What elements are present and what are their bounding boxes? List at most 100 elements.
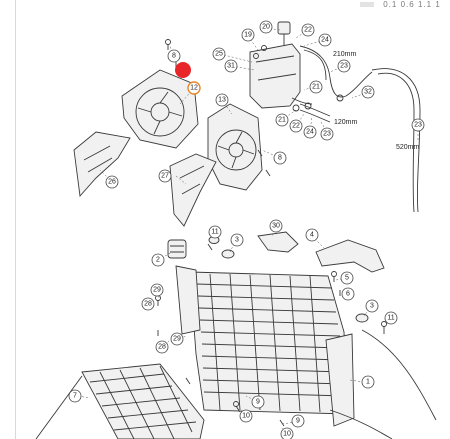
- callout-11-right[interactable]: 11: [384, 311, 398, 325]
- callout-11-top[interactable]: 11: [208, 225, 222, 239]
- svg-text:21: 21: [312, 84, 320, 91]
- svg-text:31: 31: [227, 63, 235, 70]
- svg-text:8: 8: [278, 155, 282, 162]
- scale-label-2: 0.6: [400, 0, 415, 9]
- expansion-tank: [249, 21, 313, 109]
- svg-text:1: 1: [366, 379, 370, 386]
- hose-210: [299, 45, 373, 98]
- callout-29-bottom[interactable]: 29: [170, 332, 184, 346]
- svg-text:29: 29: [153, 287, 161, 294]
- fan-shroud-26: [73, 131, 131, 198]
- svg-text:27: 27: [161, 173, 169, 180]
- svg-text:28: 28: [144, 301, 152, 308]
- callout-27[interactable]: 27: [158, 169, 172, 183]
- scale-swatch: [360, 2, 374, 8]
- svg-text:12: 12: [190, 85, 198, 92]
- svg-text:9: 9: [256, 399, 260, 406]
- svg-text:24: 24: [321, 37, 329, 44]
- page-border: [15, 0, 16, 439]
- callout-19[interactable]: 19: [241, 28, 255, 42]
- callout-8-top[interactable]: 8: [167, 49, 181, 63]
- radiator-core: [175, 265, 355, 427]
- svg-text:24: 24: [306, 129, 314, 136]
- callout-31[interactable]: 31: [224, 59, 238, 73]
- callout-21-b[interactable]: 21: [275, 113, 289, 127]
- svg-text:9: 9: [296, 418, 300, 425]
- callout-2[interactable]: 2: [151, 253, 165, 267]
- callout-12-highlighted[interactable]: 12: [187, 81, 201, 95]
- callout-28-top[interactable]: 28: [141, 297, 155, 311]
- callout-30[interactable]: 30: [269, 219, 283, 233]
- svg-text:3: 3: [235, 237, 239, 244]
- svg-text:22: 22: [292, 123, 300, 130]
- callout-13[interactable]: 13: [215, 93, 229, 107]
- callout-26[interactable]: 26: [105, 175, 119, 189]
- dim-520mm: 520mm: [396, 144, 420, 151]
- callout-4[interactable]: 4: [305, 228, 319, 242]
- callout-9[interactable]: 9: [251, 395, 265, 409]
- callout-10-a[interactable]: 10: [239, 409, 253, 423]
- callout-3-right[interactable]: 3: [365, 299, 379, 313]
- callout-24-b[interactable]: 24: [303, 125, 317, 139]
- callout-29-top[interactable]: 29: [150, 283, 164, 297]
- scale-label-1: 0.1: [383, 0, 398, 9]
- callout-22-top[interactable]: 22: [301, 23, 315, 37]
- bracket-30: [257, 231, 299, 253]
- fan-right: [207, 103, 263, 191]
- scale-label-3: 1.1: [417, 0, 433, 9]
- svg-text:3: 3: [370, 303, 374, 310]
- callout-6[interactable]: 6: [341, 287, 355, 301]
- callout-1[interactable]: 1: [361, 375, 375, 389]
- callout-9-b[interactable]: 9: [291, 414, 305, 428]
- callout-8-right[interactable]: 8: [273, 151, 287, 165]
- callout-5[interactable]: 5: [340, 271, 354, 285]
- scale-label-4: 1: [435, 0, 441, 9]
- svg-text:29: 29: [173, 336, 181, 343]
- svg-text:7: 7: [73, 393, 77, 400]
- callout-3-top[interactable]: 3: [230, 233, 244, 247]
- radiator-cap: [167, 239, 187, 259]
- red-location-marker: [175, 62, 191, 78]
- svg-text:11: 11: [387, 315, 394, 322]
- callout-24-top[interactable]: 24: [318, 33, 332, 47]
- svg-text:23: 23: [340, 63, 348, 70]
- callout-25[interactable]: 25: [212, 47, 226, 61]
- fan-left: [121, 69, 199, 149]
- svg-text:10: 10: [283, 431, 291, 438]
- svg-text:11: 11: [211, 229, 218, 236]
- callout-23-d[interactable]: 23: [411, 118, 425, 132]
- svg-text:23: 23: [414, 122, 422, 129]
- svg-text:28: 28: [158, 344, 166, 351]
- callout-22-b[interactable]: 22: [289, 119, 303, 133]
- svg-text:6: 6: [346, 291, 350, 298]
- svg-text:22: 22: [304, 27, 312, 34]
- callout-32[interactable]: 32: [361, 85, 375, 99]
- radiator-grille: [35, 363, 205, 439]
- svg-text:21: 21: [278, 117, 286, 124]
- bracket-4: [315, 239, 385, 273]
- svg-text:10: 10: [242, 413, 250, 420]
- svg-text:30: 30: [272, 223, 280, 230]
- svg-text:32: 32: [364, 89, 372, 96]
- dim-210mm: 210mm: [333, 51, 357, 58]
- svg-text:4: 4: [310, 232, 314, 239]
- svg-text:20: 20: [262, 24, 270, 31]
- svg-text:26: 26: [108, 179, 116, 186]
- svg-text:8: 8: [172, 53, 176, 60]
- callout-21-a[interactable]: 21: [309, 80, 323, 94]
- svg-text:25: 25: [215, 51, 223, 58]
- dim-120mm: 120mm: [334, 119, 358, 126]
- svg-text:5: 5: [345, 275, 349, 282]
- callout-28-bottom[interactable]: 28: [155, 340, 169, 354]
- callout-23-a[interactable]: 23: [337, 59, 351, 73]
- callout-20[interactable]: 20: [259, 20, 273, 34]
- bottom-hose: [329, 329, 437, 439]
- callout-10-b[interactable]: 10: [280, 427, 294, 439]
- svg-text:19: 19: [244, 32, 252, 39]
- callout-23-c[interactable]: 23: [320, 127, 334, 141]
- callout-7[interactable]: 7: [68, 389, 82, 403]
- small-clamps: [253, 45, 344, 112]
- scale-strip: 0.1 0.6 1.1 1: [360, 0, 441, 9]
